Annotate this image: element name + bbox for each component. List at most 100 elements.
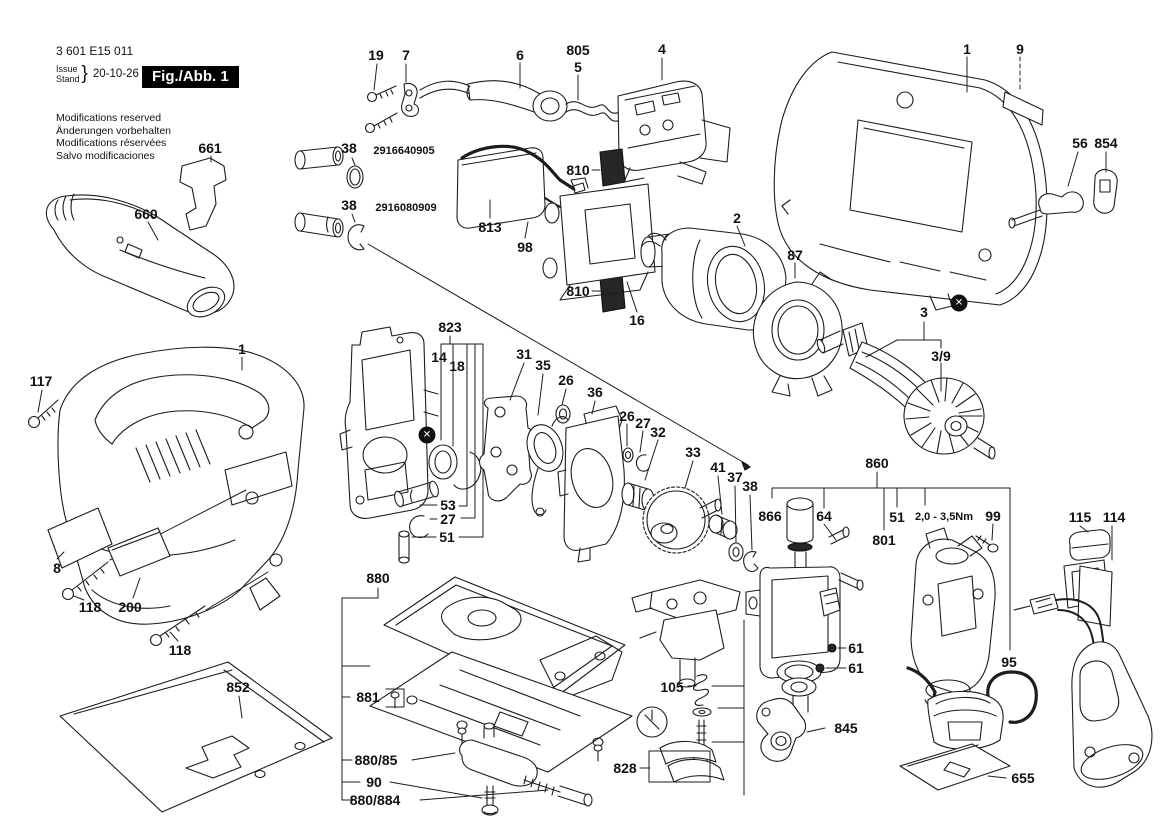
part-label: 31	[516, 346, 532, 362]
part-label: 801	[872, 532, 896, 548]
gear-group	[367, 243, 759, 573]
type-number: 3 601 E15 011	[56, 44, 134, 58]
blade-holder-group	[631, 579, 745, 796]
left-screws-and-plates	[27, 389, 206, 647]
issue-block: Issue Stand } 20-10-26	[56, 64, 139, 84]
part-label: 115	[1068, 509, 1092, 525]
part-label: 95	[1001, 654, 1017, 670]
part-label: 880/85	[354, 752, 398, 768]
part-label: 810	[566, 162, 590, 178]
part-label: 200	[118, 599, 142, 615]
note-en: Modifications reserved	[56, 112, 162, 124]
note-de: Änderungen vorbehalten	[56, 124, 172, 137]
part-label: 18	[449, 358, 465, 374]
part-label: 38	[341, 197, 357, 213]
small-pins	[394, 480, 439, 564]
part-label: 36	[587, 384, 603, 400]
gearbox	[339, 326, 484, 538]
part-label: 14	[431, 349, 447, 365]
part-label: 823	[438, 319, 462, 335]
note-fr: Modifications réservées	[56, 137, 167, 149]
part-label: 32	[650, 424, 666, 440]
part-label: 3	[920, 304, 928, 320]
part-label: 56	[1072, 135, 1088, 151]
part-label: 881	[356, 689, 380, 705]
part-label: 655	[1011, 770, 1035, 786]
brush-holder-assembly	[542, 148, 679, 313]
x-marker: ✕	[418, 426, 436, 444]
part-label: 661	[198, 140, 222, 156]
part-label: 117	[29, 373, 53, 389]
lever-and-knob	[1008, 151, 1118, 229]
base-shoe-group	[341, 576, 633, 816]
part-label: 805	[566, 42, 590, 58]
armature	[816, 321, 996, 460]
part-label: 860	[865, 455, 889, 471]
part-label: 8	[53, 560, 61, 576]
figure-label: Fig./Abb. 1	[142, 66, 239, 88]
nozzle-and-clip	[45, 155, 235, 318]
part-label: 2916080909	[375, 202, 437, 214]
guard-group	[899, 666, 1038, 791]
part-label: 99	[985, 508, 1001, 524]
part-label: 33	[685, 444, 701, 460]
part-label: 7	[402, 47, 410, 63]
part-label: 5	[574, 59, 582, 75]
laser-module	[1013, 525, 1153, 788]
part-label: 4	[658, 41, 666, 57]
cover-plate	[59, 661, 333, 813]
part-label: 118	[168, 642, 192, 658]
bearing-flange	[752, 262, 843, 397]
plunger-group	[745, 471, 1011, 762]
issue-label-en: Issue	[56, 64, 78, 74]
part-label: 813	[478, 219, 502, 235]
cord-and-switch	[364, 56, 968, 185]
part-label: 9	[1016, 41, 1024, 57]
part-label: 810	[566, 283, 590, 299]
part-label: 64	[816, 508, 832, 524]
part-label: 51	[889, 509, 905, 525]
part-label: 6	[516, 47, 524, 63]
part-label: 852	[226, 679, 250, 695]
part-label: 1	[238, 341, 246, 357]
issue-date: 20-10-26	[92, 68, 139, 80]
part-label: 61	[848, 660, 864, 676]
housing-right	[773, 51, 1048, 311]
counterweight-group	[478, 362, 659, 563]
part-label: 828	[613, 760, 637, 776]
part-label: 19	[368, 47, 384, 63]
part-label: 16	[629, 312, 645, 328]
part-label: 41	[710, 459, 726, 475]
part-label: 2,0 - 3,5Nm	[914, 511, 974, 523]
part-label: 105	[660, 679, 684, 695]
part-label: 37	[727, 469, 743, 485]
part-label: 114	[1102, 509, 1126, 525]
part-label: 854	[1094, 135, 1118, 151]
part-label: 660	[134, 206, 158, 222]
part-label: 1	[963, 41, 971, 57]
part-label: 26	[619, 408, 635, 424]
part-label: 118	[78, 599, 102, 615]
note-es: Salvo modificaciones	[56, 149, 155, 162]
part-label: 51	[439, 529, 455, 545]
part-label: 90	[366, 774, 382, 790]
part-label: 3/9	[931, 348, 951, 364]
part-label: 38	[742, 478, 758, 494]
part-label: 880	[366, 570, 390, 586]
part-label: 880/884	[349, 792, 401, 808]
part-label: 35	[535, 357, 551, 373]
pins-and-rings	[294, 146, 365, 251]
part-label: 38	[341, 140, 357, 156]
part-label: 27	[440, 511, 456, 527]
part-label: 87	[787, 247, 803, 263]
issue-label-de: Stand	[56, 74, 80, 84]
x-marker: ✕	[950, 294, 968, 312]
part-label: 61	[848, 640, 864, 656]
sticker-strip	[1002, 56, 1044, 126]
issue-brace: }	[81, 63, 88, 84]
part-label: 26	[558, 372, 574, 388]
part-label: 845	[834, 720, 858, 736]
modification-notes: Modifications reserved Änderungen vorbeh…	[56, 112, 171, 162]
part-label: 866	[758, 508, 782, 524]
